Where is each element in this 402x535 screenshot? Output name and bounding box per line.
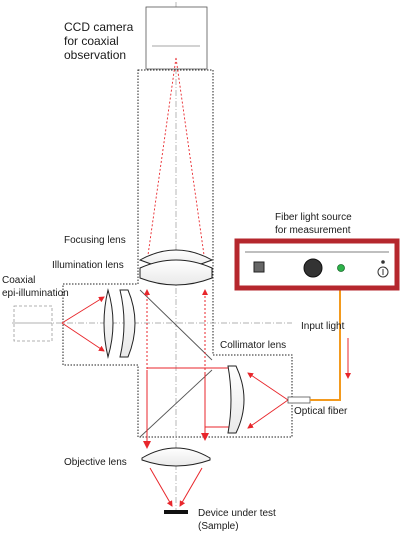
ccd-camera-label: CCD camera for coaxial observation (64, 20, 134, 62)
coaxial-rays (61, 296, 105, 352)
collimated-rays (147, 367, 232, 437)
input-light-label: Input light (301, 321, 345, 332)
illumination-lens-label: Illumination lens (52, 260, 124, 271)
coaxial-source (13, 305, 53, 342)
svg-text:epi-illumination: epi-illumination (2, 288, 69, 299)
source-knob-icon (303, 258, 323, 278)
coaxial-lens-2 (119, 289, 136, 358)
beam-splitter-upper (139, 289, 213, 361)
svg-text:Fiber light source: Fiber light source (275, 212, 352, 223)
fiber-light-source-label: Fiber light source for measurement (275, 212, 352, 236)
optical-fiber-label: Optical fiber (294, 406, 348, 417)
sample-rays (149, 467, 203, 507)
svg-text:(Sample): (Sample) (198, 521, 239, 532)
svg-text:Device under test: Device under test (198, 508, 276, 519)
fiber-rays (247, 372, 289, 429)
focusing-rays (147, 57, 205, 256)
optical-fiber-connector (287, 396, 311, 404)
device-under-test-label: Device under test (Sample) (198, 508, 276, 532)
objective-lens (141, 447, 211, 467)
svg-text:for measurement: for measurement (275, 225, 351, 236)
device-under-test (164, 510, 188, 514)
coaxial-lens-1 (103, 288, 114, 359)
objective-lens-label: Objective lens (64, 457, 127, 468)
beam-splitter-lower (139, 369, 213, 438)
fiber-cable (310, 288, 341, 401)
svg-text:CCD camera: CCD camera (64, 20, 134, 34)
collimator-lens (227, 365, 245, 434)
optical-head-enclosure (62, 69, 293, 438)
focusing-lens-label: Focusing lens (64, 235, 126, 246)
svg-text:for coaxial: for coaxial (64, 34, 119, 48)
collimator-lens-label: Collimator lens (220, 340, 286, 351)
svg-text:Coaxial: Coaxial (2, 275, 35, 286)
svg-text:observation: observation (64, 48, 126, 62)
source-indicator-icon (337, 264, 345, 272)
source-power-button-icon (253, 261, 265, 273)
fiber-light-source (234, 238, 400, 291)
coaxial-epi-label: Coaxial epi-illumination (2, 275, 69, 299)
illumination-lens (139, 259, 213, 286)
